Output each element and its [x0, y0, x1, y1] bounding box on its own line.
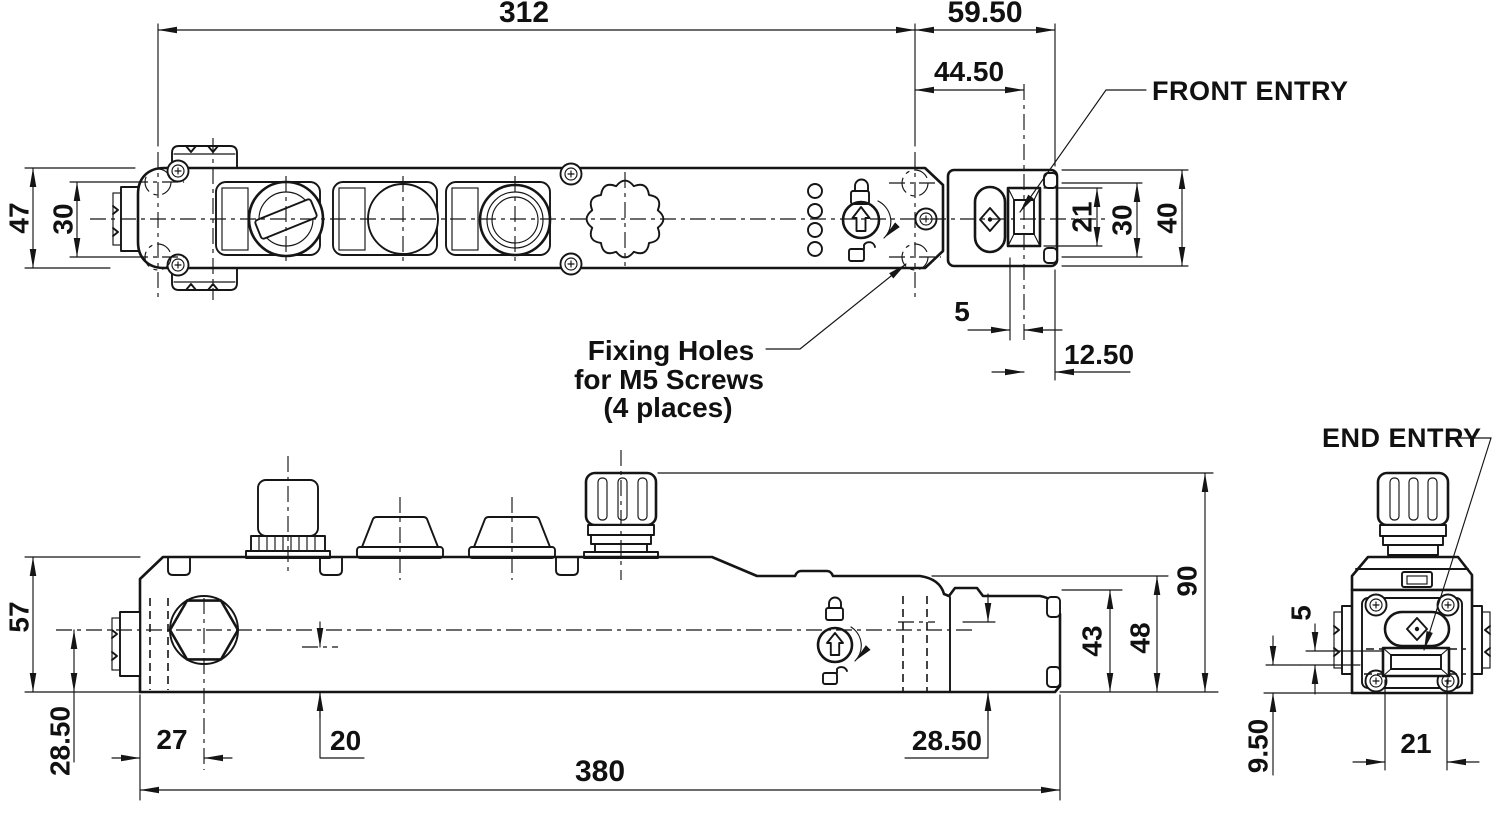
manual-override-dial-icon: [841, 178, 900, 262]
manual-override-dial-side-icon: [816, 596, 871, 685]
end-block-top-view: [946, 168, 1059, 268]
mounting-ear-top: [171, 145, 238, 169]
top-edge-notches: [167, 557, 579, 576]
dim-label: 27: [156, 724, 187, 755]
padlock-unlocked-icon: [822, 666, 848, 685]
end-left-flange: [1333, 605, 1353, 675]
rotate-clockwise-arrow-icon: [877, 200, 900, 239]
end-body-shoulder: [1350, 555, 1474, 592]
padlock-locked-icon: [825, 596, 844, 621]
dim-label: 12.50: [1064, 339, 1134, 370]
dim-end-block-width: 40: [1061, 169, 1189, 267]
dim-fixing-hole-spacing: 30: [48, 181, 133, 258]
screws-end-view: [1364, 593, 1460, 693]
dim-outlet-port-height: 28.50: [904, 593, 992, 759]
mounting-ear-bottom: [171, 267, 238, 291]
side-left-flange: [111, 611, 141, 677]
top-view: 312 59.50 44.50 47 30 21: [4, 0, 1349, 423]
dim-slot-top-offset: 5: [1286, 605, 1384, 695]
end-block-notch-bottom: [1046, 666, 1061, 688]
dim-label: 47: [4, 202, 35, 233]
end-view: END ENTRY 5 9.50 21: [1243, 423, 1492, 776]
dim-label: 57: [4, 601, 35, 632]
dim-label: 312: [499, 0, 549, 29]
dim-label: 20: [330, 725, 361, 756]
side-view: 57 28.50 27 20 28.50: [4, 450, 1219, 801]
dim-label: 48: [1125, 622, 1156, 653]
dim-label: 43: [1077, 625, 1108, 656]
dim-label: 28.50: [912, 725, 982, 756]
note-line-3: (4 places): [603, 392, 732, 423]
dim-slot-depth: 12.50: [991, 269, 1134, 381]
dim-label: 44.50: [934, 56, 1004, 87]
dim-label: 5: [954, 296, 970, 327]
dim-label: 40: [1152, 202, 1183, 233]
dim-end-hole-spacing: 30: [1061, 182, 1143, 258]
centerlines-side-view: [56, 450, 975, 770]
dim-pilot-port-height: 20: [316, 621, 365, 759]
dim-body-height: 57: [4, 556, 141, 693]
dim-label: 90: [1172, 565, 1203, 596]
dim-end-block-height: 43: [1059, 589, 1219, 693]
dim-label: 9.50: [1243, 719, 1274, 774]
diamond-target-icon: [1406, 617, 1428, 641]
rotate-clockwise-arrow-icon: [850, 626, 871, 662]
dim-label: 5: [1286, 605, 1317, 621]
dim-label: 380: [575, 755, 625, 788]
end-face-inset: [1361, 597, 1463, 689]
dim-slot-bottom-offset: 9.50: [1243, 635, 1353, 776]
dim-label: 21: [1067, 201, 1098, 232]
dim-label: 21: [1400, 728, 1431, 759]
note-line-1: Fixing Holes: [588, 335, 754, 366]
dim-end-slot-width: 21: [1352, 679, 1480, 771]
fixing-holes-note: Fixing Holes for M5 Screws (4 places): [574, 263, 907, 423]
dim-overall-height: 90: [657, 472, 1214, 693]
end-entry-label: END ENTRY: [1322, 423, 1482, 453]
end-regulator-knob: [1376, 471, 1450, 556]
led-indicators: [807, 183, 823, 257]
dim-label: 30: [48, 203, 79, 234]
front-entry-callout: FRONT ENTRY: [1019, 76, 1349, 213]
end-right-flange: [1471, 605, 1491, 675]
dim-label: 30: [1107, 204, 1138, 235]
dim-overall-length-top: 312: [157, 0, 916, 147]
padlock-locked-icon: [850, 178, 870, 205]
screws-top-view: [166, 159, 938, 277]
dim-body-step-height: 48: [931, 575, 1169, 693]
side-view-body-outline: [138, 555, 1062, 694]
end-entry-slot: [1381, 646, 1451, 678]
front-entry-label: FRONT ENTRY: [1152, 76, 1349, 106]
note-line-2: for M5 Screws: [574, 364, 764, 395]
hidden-lines-side: [149, 596, 928, 692]
dim-front-slot-width: 21: [1043, 187, 1103, 247]
dim-front-port-offset: 44.50: [914, 56, 1025, 94]
dim-body-width: 47: [4, 167, 136, 269]
end-entry-callout: END ENTRY: [1322, 423, 1492, 651]
centerlines-top-view: [90, 84, 1108, 340]
end-block-notch-top: [1046, 596, 1061, 618]
dim-inlet-port-offset: 27: [111, 694, 233, 773]
dim-end-section: 59.50: [914, 0, 1056, 167]
dim-inlet-port-height: 28.50: [45, 629, 78, 776]
dim-label: 59.50: [947, 0, 1022, 29]
padlock-unlocked-icon: [848, 241, 876, 262]
dim-slot-edge-offset: 5: [954, 257, 1063, 341]
dim-label: 28.50: [45, 706, 76, 776]
dim-overall-length-side: 380: [139, 694, 1061, 801]
